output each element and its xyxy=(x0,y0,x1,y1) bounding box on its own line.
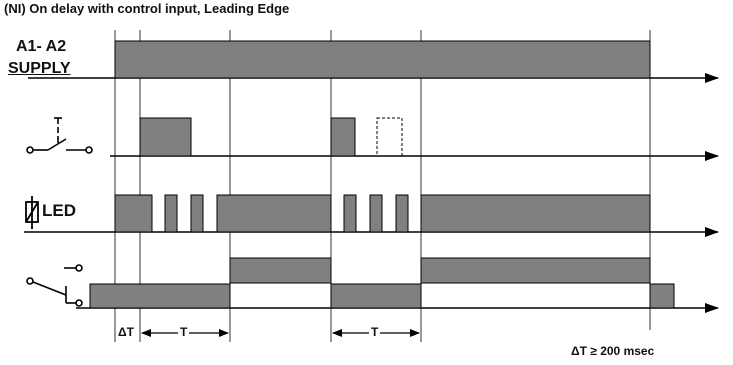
control-pulse-ignored xyxy=(376,117,403,157)
supply-label-line1: A1- A2 xyxy=(16,38,67,55)
led-pulse xyxy=(369,194,383,233)
diagram-title: (NI) On delay with control input, Leadin… xyxy=(4,1,290,16)
delta-t-note: ΔT ≥ 200 msec xyxy=(571,344,655,358)
control-switch-icon xyxy=(26,117,93,154)
relay-contact-icon xyxy=(26,264,83,307)
relay-pulses xyxy=(89,257,675,309)
t1-label: T xyxy=(178,325,190,339)
led-pulse xyxy=(164,194,178,233)
led-pulse xyxy=(420,194,651,233)
led-pulse xyxy=(114,194,153,233)
led-icon xyxy=(25,196,39,229)
control-pulse-1 xyxy=(139,117,192,157)
relay-nc-pulse xyxy=(649,283,675,309)
led-pulse xyxy=(190,194,204,233)
control-pulse-2 xyxy=(330,117,356,157)
led-pulse xyxy=(216,194,332,233)
relay-no-pulse xyxy=(229,257,332,284)
t2-label: T xyxy=(369,325,381,339)
supply-label-line2: SUPPLY xyxy=(8,60,71,77)
relay-nc-pulse xyxy=(89,283,231,309)
supply-pulse xyxy=(114,40,651,79)
led-pulse xyxy=(343,194,357,233)
led-pulse xyxy=(395,194,409,233)
relay-no-pulse xyxy=(420,257,651,284)
led-label: LED xyxy=(42,201,76,220)
led-pulses xyxy=(114,194,651,233)
delta-t-label: ΔT xyxy=(116,325,136,339)
relay-nc-pulse xyxy=(330,283,422,309)
